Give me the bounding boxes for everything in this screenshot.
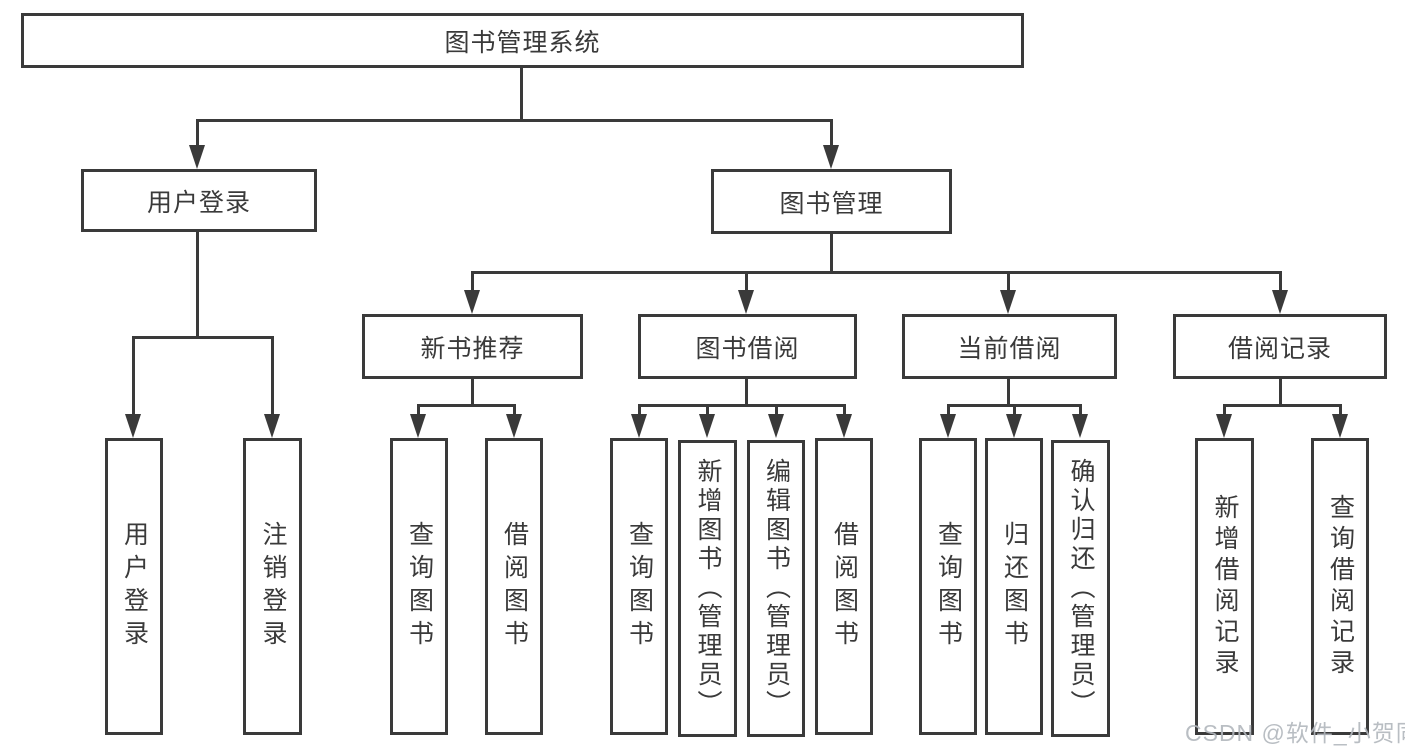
leaf-confirm-return-admin: 确认归还（管理员） bbox=[1051, 440, 1110, 737]
connector-arrow bbox=[264, 414, 280, 438]
connector-line bbox=[520, 68, 523, 119]
leaf-query-books-borrowing: 查询图书 bbox=[610, 438, 668, 735]
node-root: 图书管理系统 bbox=[21, 13, 1024, 68]
connector-arrow bbox=[836, 414, 852, 438]
node-user-login: 用户登录 bbox=[81, 169, 317, 232]
connector-line bbox=[1007, 271, 1010, 290]
connector-line bbox=[471, 271, 1282, 274]
connector-line bbox=[1223, 404, 1342, 407]
connector-line bbox=[196, 119, 833, 122]
node-user-login-label: 用户登录 bbox=[146, 188, 251, 217]
leaf-borrow-books-borrowing: 借阅图书 bbox=[815, 438, 873, 735]
connector-arrow bbox=[1006, 414, 1022, 438]
connector-arrow bbox=[1072, 414, 1088, 438]
connector-line bbox=[947, 404, 950, 414]
connector-arrow bbox=[823, 145, 839, 169]
connector-arrow bbox=[738, 290, 754, 314]
connector-arrow bbox=[1000, 290, 1016, 314]
node-current-borrowing: 当前借阅 bbox=[902, 314, 1117, 379]
leaf-add-borrow-record: 新增借阅记录 bbox=[1195, 438, 1254, 735]
connector-line bbox=[271, 336, 274, 414]
leaf-query-books-current-label: 查询图书 bbox=[934, 520, 963, 653]
connector-line bbox=[638, 404, 846, 407]
connector-line bbox=[745, 379, 748, 404]
connector-arrow bbox=[768, 414, 784, 438]
node-borrowing-records-label: 借阅记录 bbox=[1227, 334, 1332, 363]
leaf-query-borrow-record: 查询借阅记录 bbox=[1311, 438, 1369, 735]
leaf-logout-login: 注销登录 bbox=[243, 438, 302, 735]
connector-arrow bbox=[125, 414, 141, 438]
connector-line bbox=[843, 404, 846, 414]
connector-line bbox=[830, 119, 833, 145]
node-borrowing-records: 借阅记录 bbox=[1173, 314, 1387, 379]
connector-line bbox=[830, 234, 833, 271]
connector-line bbox=[1279, 271, 1282, 290]
node-root-label: 图书管理系统 bbox=[444, 28, 601, 57]
connector-arrow bbox=[189, 145, 205, 169]
connector-arrow bbox=[464, 290, 480, 314]
connector-line bbox=[196, 119, 199, 145]
node-new-book-recommend: 新书推荐 bbox=[362, 314, 583, 379]
connector-arrow bbox=[631, 414, 647, 438]
connector-line bbox=[417, 404, 516, 407]
connector-line bbox=[775, 404, 778, 414]
connector-arrow bbox=[410, 414, 426, 438]
node-book-borrowing-label: 图书借阅 bbox=[695, 334, 800, 363]
connector-line bbox=[1013, 404, 1016, 414]
leaf-query-borrow-record-label: 查询借阅记录 bbox=[1326, 493, 1355, 680]
connector-line bbox=[196, 232, 199, 336]
node-book-borrowing: 图书借阅 bbox=[638, 314, 857, 379]
connector-line bbox=[471, 271, 474, 290]
connector-line bbox=[417, 404, 420, 414]
connector-line bbox=[1339, 404, 1342, 414]
connector-line bbox=[706, 404, 709, 414]
leaf-logout-login-label: 注销登录 bbox=[259, 520, 287, 653]
connector-arrow bbox=[1332, 414, 1348, 438]
node-new-book-recommend-label: 新书推荐 bbox=[420, 334, 525, 363]
leaf-query-books-borrowing-label: 查询图书 bbox=[625, 520, 654, 653]
connector-line bbox=[132, 336, 274, 339]
leaf-return-books-label: 归还图书 bbox=[1000, 520, 1029, 653]
leaf-return-books: 归还图书 bbox=[985, 438, 1043, 735]
connector-line bbox=[638, 404, 641, 414]
node-book-management: 图书管理 bbox=[711, 169, 952, 234]
leaf-add-borrow-record-label: 新增借阅记录 bbox=[1211, 493, 1239, 680]
leaf-add-books-admin-label: 新增图书（管理员） bbox=[694, 458, 722, 719]
connector-line bbox=[513, 404, 516, 414]
leaf-borrow-books-recommend: 借阅图书 bbox=[485, 438, 543, 735]
leaf-confirm-return-admin-label: 确认归还（管理员） bbox=[1067, 458, 1095, 719]
leaf-query-books-recommend: 查询图书 bbox=[390, 438, 448, 735]
leaf-query-books-recommend-label: 查询图书 bbox=[405, 520, 434, 653]
leaf-borrow-books-borrowing-label: 借阅图书 bbox=[830, 520, 859, 653]
connector-line bbox=[471, 379, 474, 404]
leaf-edit-books-admin: 编辑图书（管理员） bbox=[747, 440, 805, 737]
connector-line bbox=[745, 271, 748, 290]
node-current-borrowing-label: 当前借阅 bbox=[957, 334, 1062, 363]
connector-line bbox=[1007, 379, 1010, 404]
connector-arrow bbox=[699, 414, 715, 438]
leaf-query-books-current: 查询图书 bbox=[919, 438, 977, 735]
connector-line bbox=[1223, 404, 1226, 414]
connector-arrow bbox=[940, 414, 956, 438]
connector-line bbox=[132, 336, 135, 414]
connector-line bbox=[1079, 404, 1082, 414]
leaf-user-login-label: 用户登录 bbox=[120, 520, 149, 653]
connector-arrow bbox=[1216, 414, 1232, 438]
leaf-borrow-books-recommend-label: 借阅图书 bbox=[500, 520, 529, 653]
node-book-management-label: 图书管理 bbox=[779, 189, 884, 218]
connector-arrow bbox=[1272, 290, 1288, 314]
connector-arrow bbox=[506, 414, 522, 438]
connector-line bbox=[1279, 379, 1282, 404]
csdn-watermark: CSDN @软件_小贺同学 bbox=[1185, 720, 1405, 746]
leaf-edit-books-admin-label: 编辑图书（管理员） bbox=[762, 458, 791, 719]
leaf-user-login: 用户登录 bbox=[105, 438, 163, 735]
leaf-add-books-admin: 新增图书（管理员） bbox=[678, 440, 737, 737]
